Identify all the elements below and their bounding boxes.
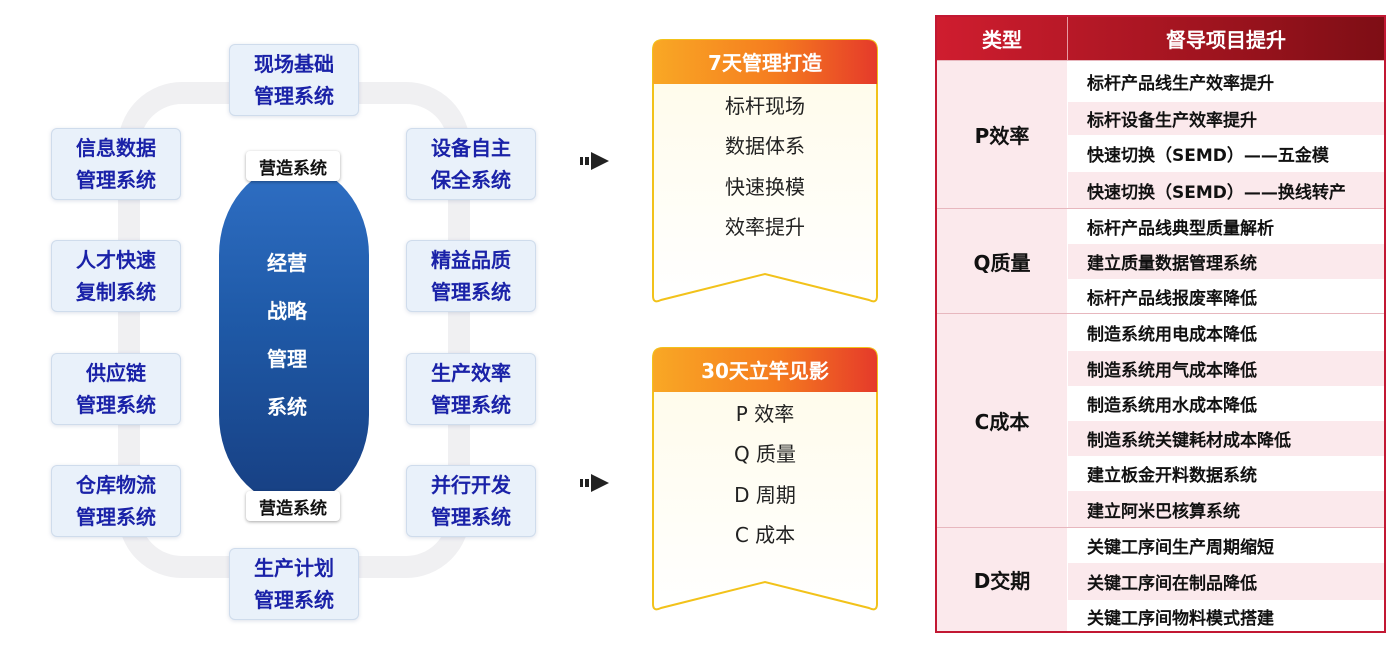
system-box-left-3: 供应链 管理系统 [51, 353, 181, 425]
tag-bottom: 营造系统 [246, 491, 340, 521]
system-line: 生产效率 [431, 361, 511, 385]
table-row: 制造系统用气成本降低 [1068, 351, 1384, 386]
capsule-line: 系统 [267, 395, 307, 419]
system-line: 管理系统 [76, 168, 156, 192]
system-line: 管理系统 [431, 280, 511, 304]
table-row: 关键工序间物料模式搭建 [1087, 608, 1274, 629]
banner-item: 快速换模 [725, 174, 805, 199]
system-line: 管理系统 [76, 393, 156, 417]
system-line: 现场基础 [254, 52, 334, 76]
table-row: 制造系统关键耗材成本降低 [1068, 421, 1384, 456]
system-box-top: 现场基础 管理系统 [229, 44, 359, 116]
system-line: 仓库物流 [76, 473, 156, 497]
group-c: C成本 制造系统用电成本降低 制造系统用气成本降低 制造系统用水成本降低 制造系… [937, 313, 1384, 528]
system-line: 精益品质 [431, 248, 511, 272]
table-row: 标杆产品线生产效率提升 [1087, 74, 1274, 94]
system-line: 生产计划 [254, 556, 334, 580]
system-loop [118, 82, 470, 578]
type-cell: Q质量 [937, 209, 1067, 313]
system-line: 管理系统 [254, 84, 334, 108]
table-row: 标杆设备生产效率提升 [1068, 102, 1384, 135]
system-line: 复制系统 [76, 280, 156, 304]
header-type: 类型 [982, 28, 1022, 52]
banner-item: 效率提升 [725, 215, 805, 240]
system-box-bottom: 生产计划 管理系统 [229, 548, 359, 620]
type-cell: D交期 [937, 528, 1067, 631]
banner-item: 标杆现场 [725, 93, 805, 118]
system-line: 管理系统 [431, 393, 511, 417]
system-box-right-1: 设备自主 保全系统 [406, 128, 536, 200]
capsule-line: 经营 [267, 251, 307, 275]
system-box-left-2: 人才快速 复制系统 [51, 240, 181, 312]
banner-title: 7天管理打造 [708, 50, 822, 75]
table-row: 关键工序间生产周期缩短 [1087, 538, 1274, 558]
table-row: 快速切换（SEMD）——换线转产 [1068, 172, 1384, 209]
table-header: 类型 督导项目提升 [937, 17, 1384, 60]
table-row: 建立阿米巴核算系统 [1068, 491, 1384, 528]
table-row: 关键工序间在制品降低 [1068, 563, 1384, 600]
supervision-table: 类型 督导项目提升 P效率 标杆产品线生产效率提升 标杆设备生产效率提升 快速切… [935, 15, 1386, 633]
table-row: 标杆产品线报废率降低 [1087, 289, 1257, 309]
table-row: 标杆产品线典型质量解析 [1087, 219, 1274, 239]
banner-item: 数据体系 [725, 134, 805, 159]
banner-30-days: 30天立竿见影 P 效率 Q 质量 D 周期 C 成本 [651, 346, 879, 618]
system-line: 保全系统 [431, 168, 511, 192]
system-line: 管理系统 [76, 505, 156, 529]
table-row: 制造系统用电成本降低 [1087, 325, 1257, 345]
banner-title: 30天立竿见影 [701, 358, 829, 383]
strategy-capsule: 经营 战略 管理 系统 [219, 165, 369, 505]
system-line: 管理系统 [431, 505, 511, 529]
system-box-right-3: 生产效率 管理系统 [406, 353, 536, 425]
capsule-line: 战略 [267, 299, 307, 323]
table-row: 快速切换（SEMD）——五金模 [1087, 146, 1329, 166]
system-box-left-1: 信息数据 管理系统 [51, 128, 181, 200]
system-line: 人才快速 [76, 248, 156, 272]
banner-item: P 效率 [735, 401, 795, 426]
system-line: 信息数据 [76, 136, 156, 160]
group-p: P效率 标杆产品线生产效率提升 标杆设备生产效率提升 快速切换（SEMD）——五… [937, 60, 1384, 209]
arrow-right-icon [580, 152, 609, 170]
banner-item: C 成本 [734, 523, 796, 548]
header-items: 督导项目提升 [1166, 28, 1286, 52]
system-box-right-4: 并行开发 管理系统 [406, 465, 536, 537]
system-box-left-4: 仓库物流 管理系统 [51, 465, 181, 537]
system-line: 管理系统 [254, 588, 334, 612]
capsule-line: 管理 [267, 347, 307, 371]
group-d: D交期 关键工序间生产周期缩短 关键工序间在制品降低 关键工序间物料模式搭建 [937, 527, 1384, 631]
banner-item: D 周期 [734, 482, 796, 507]
table-row: 建立板金开料数据系统 [1087, 466, 1257, 486]
group-q: Q质量 标杆产品线典型质量解析 建立质量数据管理系统 标杆产品线报废率降低 [937, 208, 1384, 313]
type-cell: P效率 [937, 61, 1067, 208]
arrow-right-icon [580, 474, 609, 492]
system-line: 供应链 [86, 361, 146, 385]
system-line: 并行开发 [431, 473, 511, 497]
system-line: 设备自主 [431, 136, 511, 160]
table-row: 制造系统用水成本降低 [1087, 396, 1257, 416]
table-row: 建立质量数据管理系统 [1068, 244, 1384, 279]
tag-top: 营造系统 [246, 151, 340, 181]
system-box-right-2: 精益品质 管理系统 [406, 240, 536, 312]
banner-item: Q 质量 [733, 442, 797, 467]
type-cell: C成本 [937, 314, 1067, 527]
banner-7-days: 7天管理打造 标杆现场 数据体系 快速换模 效率提升 [651, 38, 879, 310]
